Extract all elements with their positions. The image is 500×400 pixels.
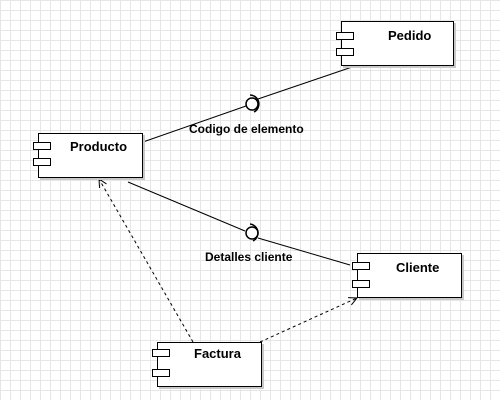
connector-producto-detalles[interactable] <box>127 181 246 232</box>
provided-interface-codigo-icon[interactable] <box>245 97 259 111</box>
dependency-factura-producto[interactable] <box>99 179 194 343</box>
interface-label-detalles: Detalles cliente <box>205 250 293 264</box>
component-tab-bottom <box>336 48 354 56</box>
component-producto[interactable]: Producto <box>33 133 143 178</box>
component-label-factura: Factura <box>194 346 241 361</box>
component-tab-top <box>352 262 370 270</box>
connector-codigo-pedido[interactable] <box>257 65 356 100</box>
component-label-cliente: Cliente <box>396 260 440 275</box>
connector-detalles-cliente[interactable] <box>257 237 351 266</box>
component-pedido[interactable]: Pedido <box>336 21 454 66</box>
component-tab-top <box>336 32 354 40</box>
component-tab-bottom <box>152 369 170 377</box>
provided-interface-detalles-icon[interactable] <box>245 226 259 240</box>
dependency-factura-cliente[interactable] <box>259 298 357 343</box>
component-factura[interactable]: Factura <box>152 342 262 387</box>
interface-label-codigo: Codigo de elemento <box>189 122 304 136</box>
required-interface-codigo-icon <box>249 94 260 113</box>
component-label-pedido: Pedido <box>388 28 432 43</box>
component-tab-bottom <box>33 158 51 166</box>
component-tab-bottom <box>352 280 370 288</box>
component-label-producto: Producto <box>70 139 128 154</box>
connector-producto-codigo[interactable] <box>142 105 247 143</box>
required-interface-detalles-icon <box>249 223 259 242</box>
component-tab-top <box>33 142 51 150</box>
component-tab-top <box>152 349 170 357</box>
component-cliente[interactable]: Cliente <box>352 253 462 298</box>
